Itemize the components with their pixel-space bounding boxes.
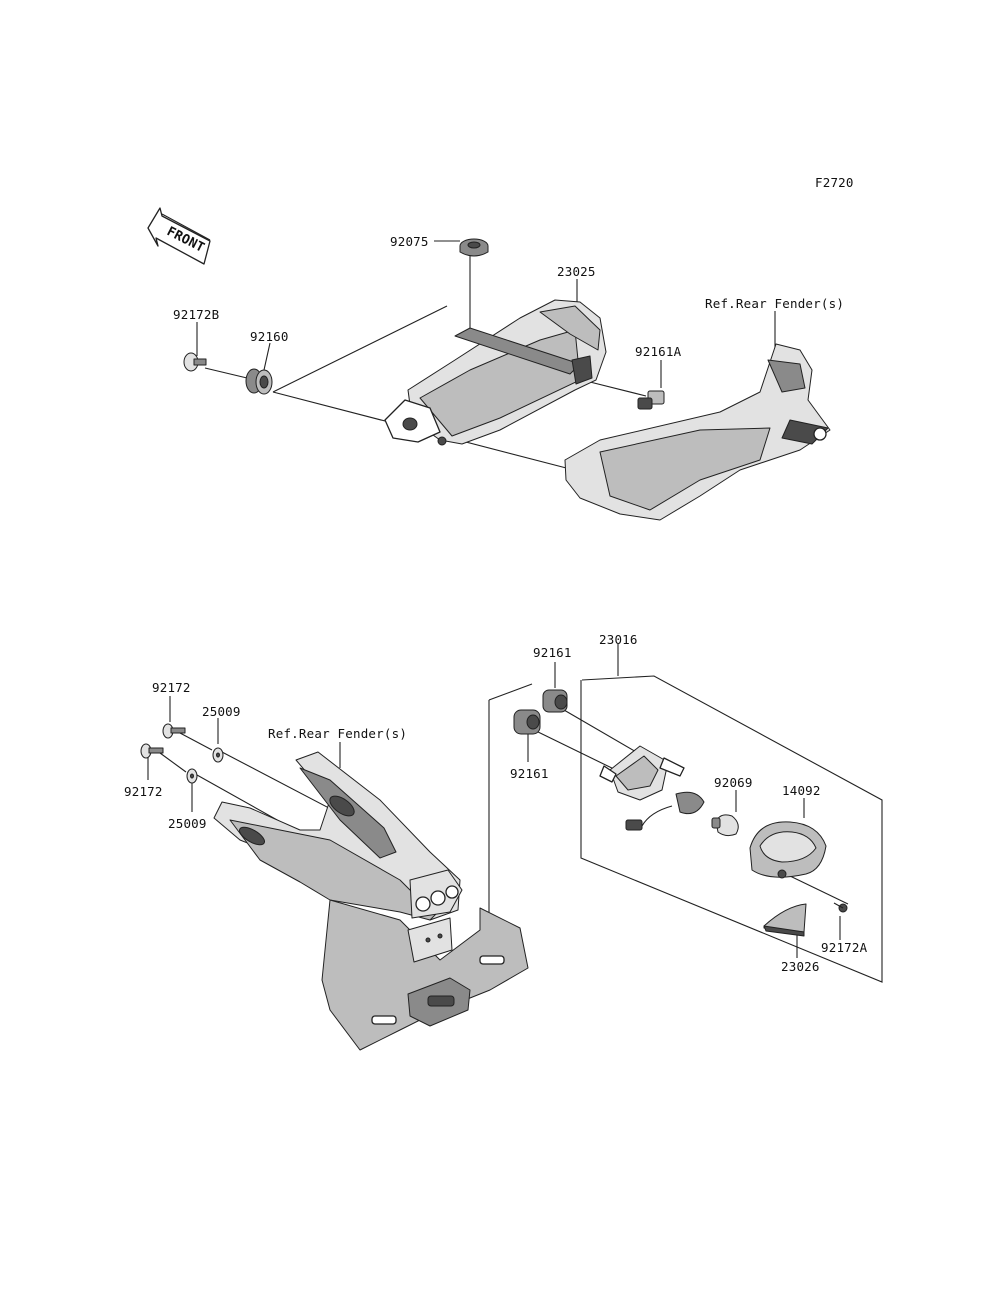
label-92161A: 92161A	[635, 344, 682, 359]
label-92161-top: 92161	[533, 645, 572, 660]
label-92160: 92160	[250, 329, 289, 344]
screw-92172A	[833, 902, 848, 913]
label-25009-top: 25009	[202, 704, 241, 719]
grommet-92161-top	[542, 689, 568, 713]
rear-fender-ref-bottom	[213, 751, 529, 1051]
label-23025: 23025	[557, 264, 596, 279]
label-ref-rear-fender-bottom: Ref.Rear Fender(s)	[268, 726, 407, 741]
label-92069: 92069	[714, 775, 753, 790]
label-25009-bottom: 25009	[168, 816, 207, 831]
lens-14092	[749, 821, 827, 879]
diagram-code: F2720	[815, 175, 854, 190]
lamp-housing-23016	[599, 745, 705, 831]
label-92172B: 92172B	[173, 307, 219, 322]
bottom-leader-lines	[147, 644, 883, 983]
label-92075: 92075	[390, 234, 429, 249]
label-23026: 23026	[781, 959, 820, 974]
label-14092: 14092	[782, 783, 821, 798]
label-92172-bottom: 92172	[124, 784, 163, 799]
front-arrow-icon: FRONT	[147, 207, 211, 265]
rear-fender-ref-top	[564, 343, 831, 521]
grommet-92075	[459, 238, 489, 257]
bolts-washers-left	[140, 723, 224, 784]
label-23016: 23016	[599, 632, 638, 647]
label-92172-top: 92172	[152, 680, 191, 695]
label-92172A: 92172A	[821, 940, 868, 955]
reflector-23026	[763, 903, 807, 937]
bulb-92069	[711, 814, 739, 837]
grommet-92160	[245, 368, 273, 395]
label-ref-rear-fender-top: Ref.Rear Fender(s)	[705, 296, 844, 311]
grommet-92161-bottom	[513, 709, 541, 735]
connector-92161A	[637, 390, 665, 410]
bracket-23025	[384, 299, 607, 446]
bolt-92172B	[183, 352, 207, 372]
label-92161-bottom: 92161	[510, 766, 549, 781]
